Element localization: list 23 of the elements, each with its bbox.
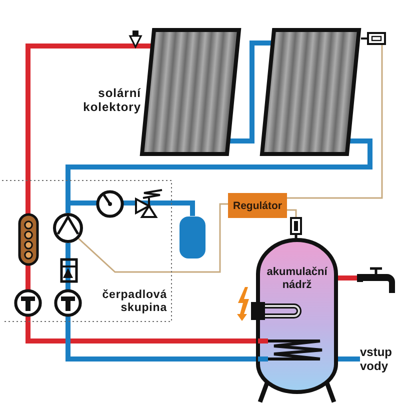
solar-collector [260, 28, 361, 156]
pump-group-frame [2, 180, 172, 322]
tank-label: akumulační nádrž [266, 266, 328, 292]
pipe [66, 138, 372, 203]
inlet-caption: vstup vody [360, 345, 404, 373]
signal-line [287, 45, 383, 199]
group-label: čerpadlová skupina [101, 289, 167, 315]
expansion-vessel-icon [179, 216, 206, 259]
pipe [66, 203, 70, 213]
pipe [26, 44, 256, 344]
controller-panel: Regulátor [228, 193, 287, 218]
signal-line [287, 209, 297, 217]
pipe [338, 276, 357, 280]
pump-icon [53, 213, 83, 243]
collector-caption: solární kolektory [82, 86, 141, 114]
sensor-icon [361, 32, 386, 45]
pipe [338, 356, 360, 362]
signal-line [78, 203, 228, 273]
sensor-icon [290, 217, 302, 240]
pipe [230, 40, 272, 144]
tap-icon [357, 266, 397, 294]
solar-collector [140, 28, 241, 156]
pipe [63, 243, 256, 362]
